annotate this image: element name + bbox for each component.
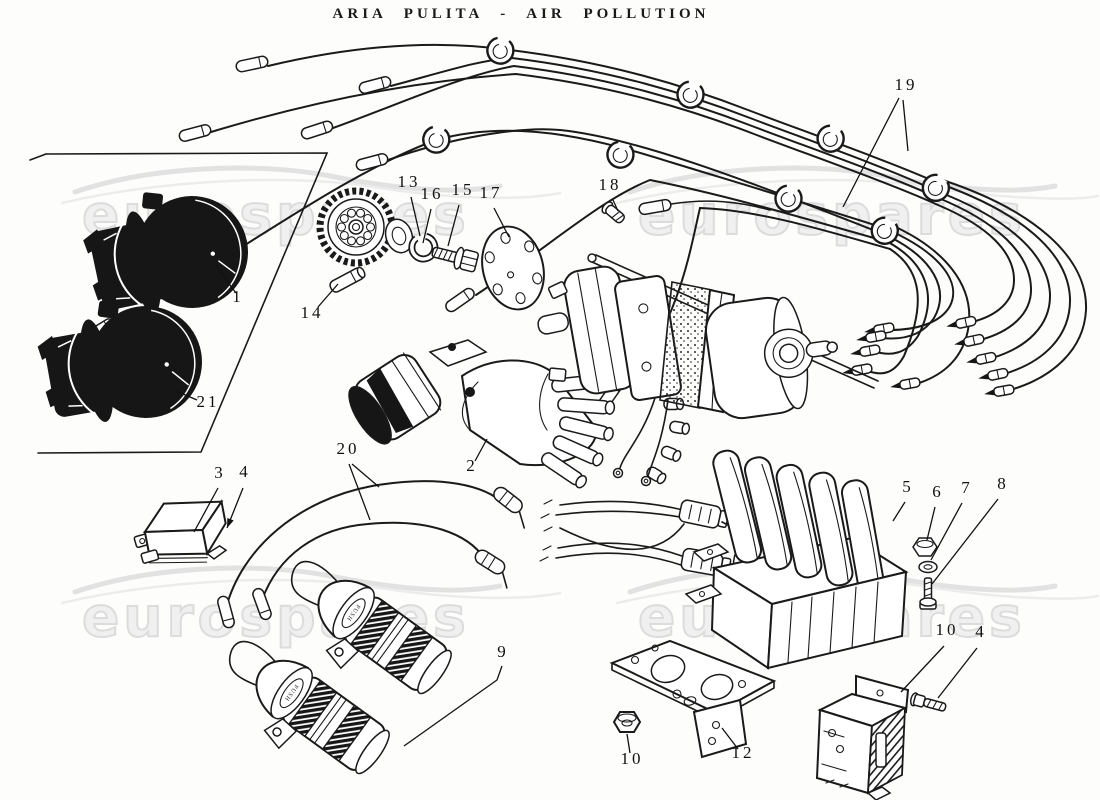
inline-connector [474,549,508,589]
cover-plate-17 [481,225,545,311]
section-divider [29,152,329,454]
callout-leader [351,463,380,488]
callout-arrowhead [227,518,234,528]
callout-label-19: 19 [895,75,918,94]
wire-boot [215,594,237,630]
callout-leader [902,99,909,152]
callout-label-10: 10 [936,620,959,639]
wire-boot [637,198,673,216]
callout-leader [474,438,488,462]
relay-3 [133,499,228,564]
multi-pin-connector [678,499,730,529]
callout-leader [348,463,371,521]
callout-label-20: 20 [337,439,360,458]
callout-label-17: 17 [480,183,503,202]
callout-label-9: 9 [497,642,509,661]
voltage-regulator-5 [684,447,909,670]
inline-connector [493,486,526,529]
callout-leader [422,208,432,244]
wire-clamp [483,34,518,68]
washer-13 [384,218,414,254]
callout-label-3: 3 [214,463,226,482]
callout-leader [721,727,739,750]
wire-terminal [854,329,888,346]
wire-boot [442,285,478,315]
bolt-15 [431,246,479,273]
wire-terminal [944,315,978,332]
wire-boot [250,586,274,622]
wire-terminal [888,376,922,393]
callout-leader [892,501,906,522]
wire-terminal [848,343,882,360]
nut-6 [912,537,938,557]
wire-clamp [672,78,708,113]
coil-assembly-9: PUSH PUSH [228,560,460,800]
callout-leader [900,645,945,693]
nut-10 [612,711,642,733]
callout-label-4: 4 [239,462,251,481]
low-tension-wires-20 [215,480,526,630]
callout-label-14: 14 [301,303,324,322]
callout-leader [612,199,619,212]
callout-leader [214,262,237,294]
screw-4 [909,692,947,712]
spark-plug-wire-harness [82,34,1088,413]
wire-terminal [952,333,986,350]
callout-label-15: 15 [452,180,475,199]
callout-label-13: 13 [398,172,421,191]
callout-label-8: 8 [997,474,1009,493]
callout-label-10: 10 [621,749,644,768]
callout-leader [842,97,900,208]
wire-boot [299,119,335,141]
mounting-bracket-12 [609,639,777,759]
pin-14 [329,266,366,293]
wire-clamp [419,124,453,157]
screw-18 [601,201,625,224]
callout-label-6: 6 [932,482,944,501]
callout-label-18: 18 [599,175,622,194]
callout-leader [317,283,339,308]
callout-label-12: 12 [732,743,755,762]
callout-label-16: 16 [421,184,444,203]
air-pump-motor [537,253,879,487]
callout-leader [493,207,510,238]
washer-7 [918,560,938,574]
callout-label-21: 21 [197,392,220,411]
wire-terminal [964,351,998,368]
page-title: ARIA PULITA - AIR POLLUTION [332,6,710,22]
callout-label-5: 5 [902,477,914,496]
callout-label-1: 1 [232,287,244,306]
callout-leader [930,502,963,561]
screw-8 [919,577,937,610]
callout-leader [447,204,460,247]
callout-label-7: 7 [961,478,973,497]
callout-label-4: 4 [975,622,987,641]
callout-leader [931,498,999,585]
callout-leader [926,506,936,541]
callout-leader [175,390,198,401]
callout-leader [403,665,503,747]
callout-leader [410,196,421,237]
wire-terminal [982,383,1016,400]
wire-boot [234,54,270,74]
callout-leader [193,487,219,533]
callout-leader [626,733,631,754]
callout-label-2: 2 [466,456,478,475]
wire-terminal [976,367,1010,384]
callout-leader [937,647,978,699]
control-box [815,674,910,800]
chain-sprocket [316,187,396,267]
wire-boot [177,122,213,144]
lock-washer-16 [408,232,439,263]
